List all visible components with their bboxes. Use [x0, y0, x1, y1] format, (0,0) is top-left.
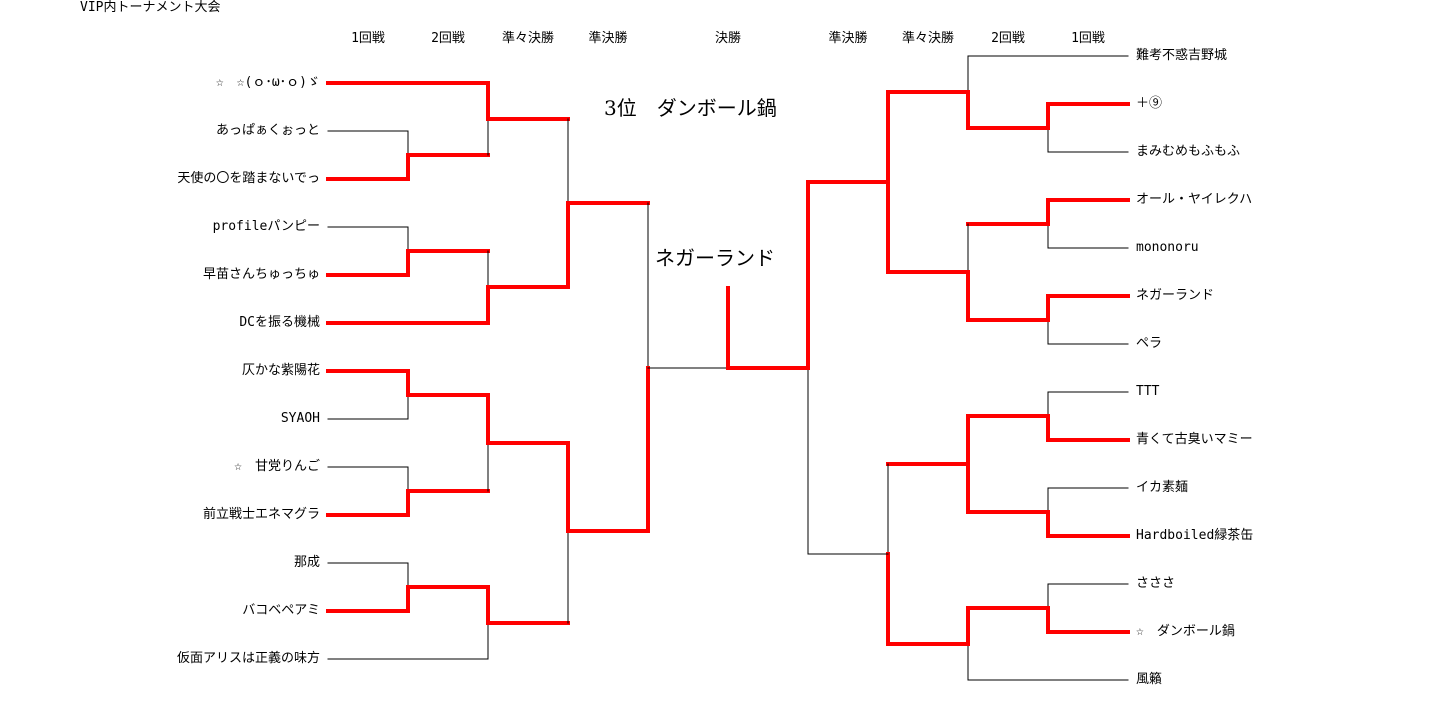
left-r1-top-4 [327, 226, 409, 252]
right-r1-top-2 [1046, 102, 1130, 130]
right-r1-bottom-7 [1047, 319, 1129, 345]
right-player-6: ネガーランド [1136, 288, 1215, 303]
right-player-9: 青くて古臭いマミー [1136, 432, 1253, 447]
right-r1-top-10 [1047, 487, 1129, 513]
left-r1-bottom-12 [326, 585, 410, 613]
left-player-12: バコベペアミ [242, 603, 320, 618]
left-player-7: 仄かな紫陽花 [241, 363, 320, 378]
right-player-1: 難考不惑吉野城 [1136, 48, 1228, 63]
right-r2-bottom-14 [967, 643, 1129, 681]
right-r1-top-8 [1047, 391, 1129, 417]
right-player-12: さささ [1136, 576, 1176, 591]
right-player-7: ペラ [1136, 336, 1163, 351]
left-player-9: ☆ 甘党りんご [234, 459, 320, 474]
left-r2-bottom-13 [327, 622, 489, 660]
round-label-left-4: 準決勝 [588, 31, 628, 46]
left-player-8: SYAOH [280, 411, 320, 426]
round-label-final: 決勝 [714, 31, 742, 46]
round-label-right-2: 2回戦 [991, 31, 1025, 46]
round-label-left-1: 1回戦 [351, 31, 385, 46]
right-player-11: Hardboiled緑茶缶 [1136, 528, 1254, 543]
left-r1-bottom-10 [326, 489, 410, 517]
left-player-11: 那成 [293, 555, 320, 570]
page-title: VIP内トーナメント大会 [80, 0, 221, 15]
left-r1-top-2 [327, 130, 409, 156]
round-label-left-2: 2回戦 [431, 31, 465, 46]
right-player-5: mononoru [1136, 240, 1199, 255]
right-r1-bottom-11 [1046, 510, 1130, 538]
left-r1-bottom-5 [326, 249, 410, 277]
right-r1-top-4 [1046, 198, 1130, 226]
right-r2-top-1 [967, 55, 1129, 93]
right-r1-bottom-5 [1047, 223, 1129, 249]
left-player-4: profileパンピー [212, 219, 320, 234]
right-player-4: オール・ヤイレクハ [1136, 192, 1253, 207]
left-player-3: 天使の〇を踏まないでっ [177, 171, 320, 186]
left-r1-top-11 [327, 562, 409, 588]
round-label-right-1: 1回戦 [1071, 31, 1105, 46]
left-player-10: 前立戦士エネマグラ [202, 507, 320, 522]
right-player-10: イカ素麺 [1136, 480, 1189, 495]
right-r1-top-6 [1046, 294, 1130, 322]
left-r2-bottom-6 [326, 285, 490, 325]
right-r1-bottom-9 [1046, 414, 1130, 442]
left-player-5: 早苗さんちゅっちゅ [202, 267, 320, 282]
right-r1-bottom-3 [1047, 127, 1129, 153]
left-r1-bottom-8 [327, 394, 409, 420]
left-r1-bottom-3 [326, 153, 410, 181]
right-player-13: ☆ ダンボール鍋 [1136, 624, 1235, 639]
right-player-3: まみむめもふもふ [1136, 144, 1241, 159]
right-player-2: ＋⑨ [1136, 96, 1163, 111]
left-player-2: あっぱぁくぉっと [215, 123, 320, 138]
right-player-14: 風籟 [1136, 672, 1163, 687]
left-r2-top-1 [326, 81, 490, 121]
left-player-6: DCを振る機械 [239, 315, 320, 330]
left-player-13: 仮面アリスは正義の味方 [176, 651, 320, 666]
round-label-right-3: 準々決勝 [901, 31, 955, 46]
champion-label: ネガーランド [655, 246, 775, 270]
round-label-right-4: 準決勝 [828, 31, 868, 46]
round-label-left-3: 準々決勝 [501, 31, 555, 46]
left-r1-top-9 [327, 466, 409, 492]
right-r1-top-12 [1047, 583, 1129, 609]
left-r1-top-7 [326, 369, 410, 397]
third-place-label: 3位 ダンボール鍋 [604, 96, 777, 120]
right-player-8: TTT [1136, 384, 1160, 399]
right-r1-bottom-13 [1046, 606, 1130, 634]
left-player-1: ☆ ☆(ｏ･ω･ｏ)ゞ [215, 75, 320, 90]
